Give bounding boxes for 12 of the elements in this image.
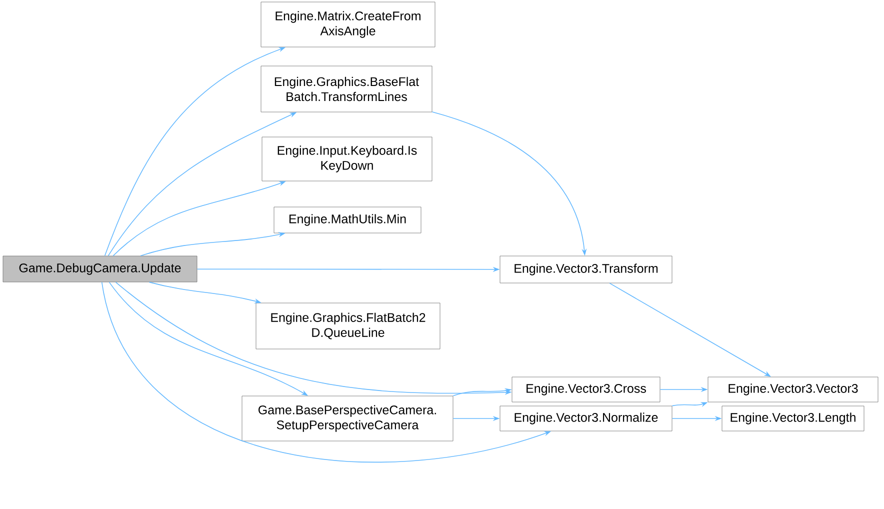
function-box: Game.DebugCamera.Update [2,256,198,282]
function-box: Engine.Graphics.FlatBatch2 D.QueueLine [256,302,440,350]
function-box: Engine.Graphics.BaseFlat Batch.TransformLines [260,66,432,112]
function-box: Engine.Input.Keyboard.Is KeyDown [262,136,432,182]
function-box: Engine.Vector3.Normalize [500,406,672,432]
function-box: Engine.Vector3.Vector3 [708,376,878,402]
function-box: Engine.Vector3.Transform [500,256,672,284]
function-box: Engine.MathUtils.Min [274,206,422,234]
function-box: Game.BasePerspectiveCamera. SetupPerspectiveCamera [242,396,454,442]
function-box: Engine.Vector3.Cross [512,376,660,402]
function-box: Engine.Vector3.Length [722,406,864,432]
function-box: Engine.Matrix.CreateFrom AxisAngle [260,2,436,48]
